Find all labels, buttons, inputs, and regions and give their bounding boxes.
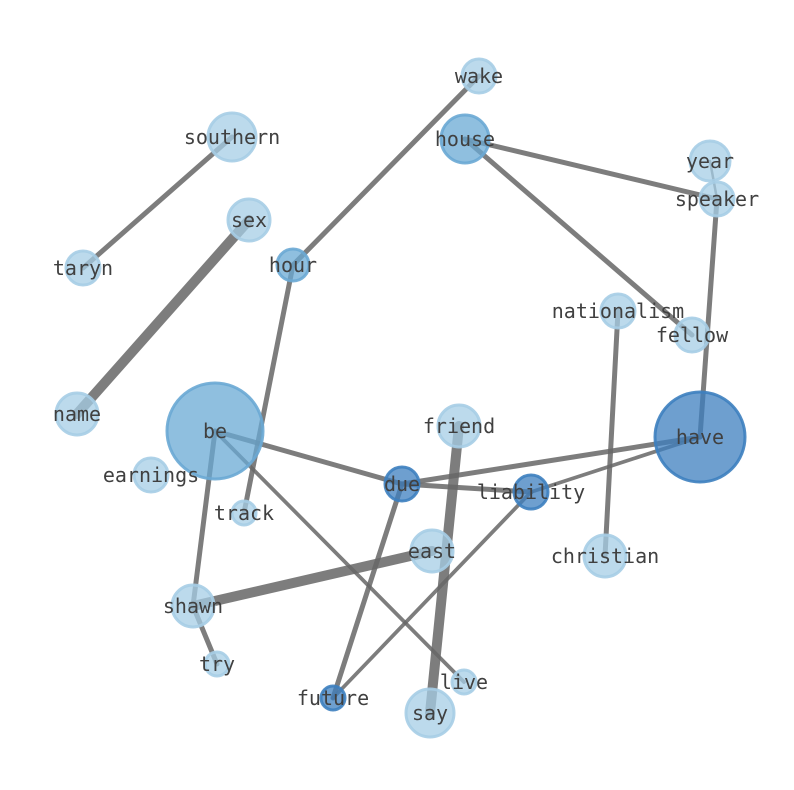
node-label-friend: friend xyxy=(423,414,495,438)
node-label-be: be xyxy=(203,419,227,443)
node-track[interactable] xyxy=(230,499,258,527)
node-label-east: east xyxy=(408,539,456,563)
edge-nationalism-christian xyxy=(602,308,621,559)
node-label-live: live xyxy=(440,670,488,694)
node-label-due: due xyxy=(384,472,420,496)
node-friend[interactable] xyxy=(436,403,482,449)
node-label-wake: wake xyxy=(455,64,503,88)
node-hour[interactable] xyxy=(275,247,311,283)
node-label-house: house xyxy=(435,127,495,151)
node-christian[interactable] xyxy=(582,533,628,579)
edge-house-speaker xyxy=(462,136,720,202)
node-taryn[interactable] xyxy=(64,249,102,287)
node-label-southern: southern xyxy=(184,125,280,149)
edge-due-future xyxy=(330,481,405,701)
node-label-future: future xyxy=(297,686,369,710)
node-speaker[interactable] xyxy=(698,180,736,218)
node-try[interactable] xyxy=(203,650,231,678)
edge-wake-hour xyxy=(290,73,482,268)
node-label-shawn: shawn xyxy=(163,594,223,618)
node-wake[interactable] xyxy=(460,57,498,95)
node-label-liability: liability xyxy=(477,480,585,504)
node-name[interactable] xyxy=(54,391,100,437)
node-live[interactable] xyxy=(450,668,478,696)
node-southern[interactable] xyxy=(206,111,258,163)
node-have[interactable] xyxy=(653,390,747,484)
node-label-say: say xyxy=(412,701,448,725)
node-label-fellow: fellow xyxy=(656,323,729,347)
node-shawn[interactable] xyxy=(170,583,216,629)
node-label-earnings: earnings xyxy=(103,463,199,487)
node-label-hour: hour xyxy=(269,253,317,277)
label-layer: wake southern house year speaker sex taryn hour… xyxy=(53,64,759,725)
node-label-sex: sex xyxy=(231,208,267,232)
node-label-try: try xyxy=(199,652,235,676)
node-layer xyxy=(54,57,747,739)
node-sex[interactable] xyxy=(226,197,272,243)
node-label-have: have xyxy=(676,425,724,449)
edge-house-fellow xyxy=(462,136,695,338)
edge-east-shawn xyxy=(188,546,437,611)
edge-be-live xyxy=(213,429,466,684)
node-year[interactable] xyxy=(688,139,732,183)
node-future[interactable] xyxy=(319,684,347,712)
edge-southern-taryn xyxy=(80,134,235,271)
node-label-nationalism: nationalism xyxy=(552,299,684,323)
edge-hour-track xyxy=(241,262,296,516)
edge-sex-name xyxy=(72,215,254,419)
node-label-year: year xyxy=(686,149,734,173)
node-be[interactable] xyxy=(165,381,265,481)
node-earnings[interactable] xyxy=(132,456,170,494)
node-label-track: track xyxy=(214,501,274,525)
node-label-name: name xyxy=(53,402,101,426)
node-liability[interactable] xyxy=(512,473,550,511)
node-label-speaker: speaker xyxy=(675,187,759,211)
node-east[interactable] xyxy=(409,528,455,574)
node-say[interactable] xyxy=(404,687,456,739)
edge-due-liability xyxy=(399,481,534,495)
node-label-taryn: taryn xyxy=(53,256,113,280)
node-fellow[interactable] xyxy=(673,316,711,354)
node-label-christian: christian xyxy=(551,544,659,568)
node-house[interactable] xyxy=(439,113,491,165)
node-nationalism[interactable] xyxy=(599,292,637,330)
node-due[interactable] xyxy=(383,465,421,503)
edge-liability-future xyxy=(331,490,533,700)
